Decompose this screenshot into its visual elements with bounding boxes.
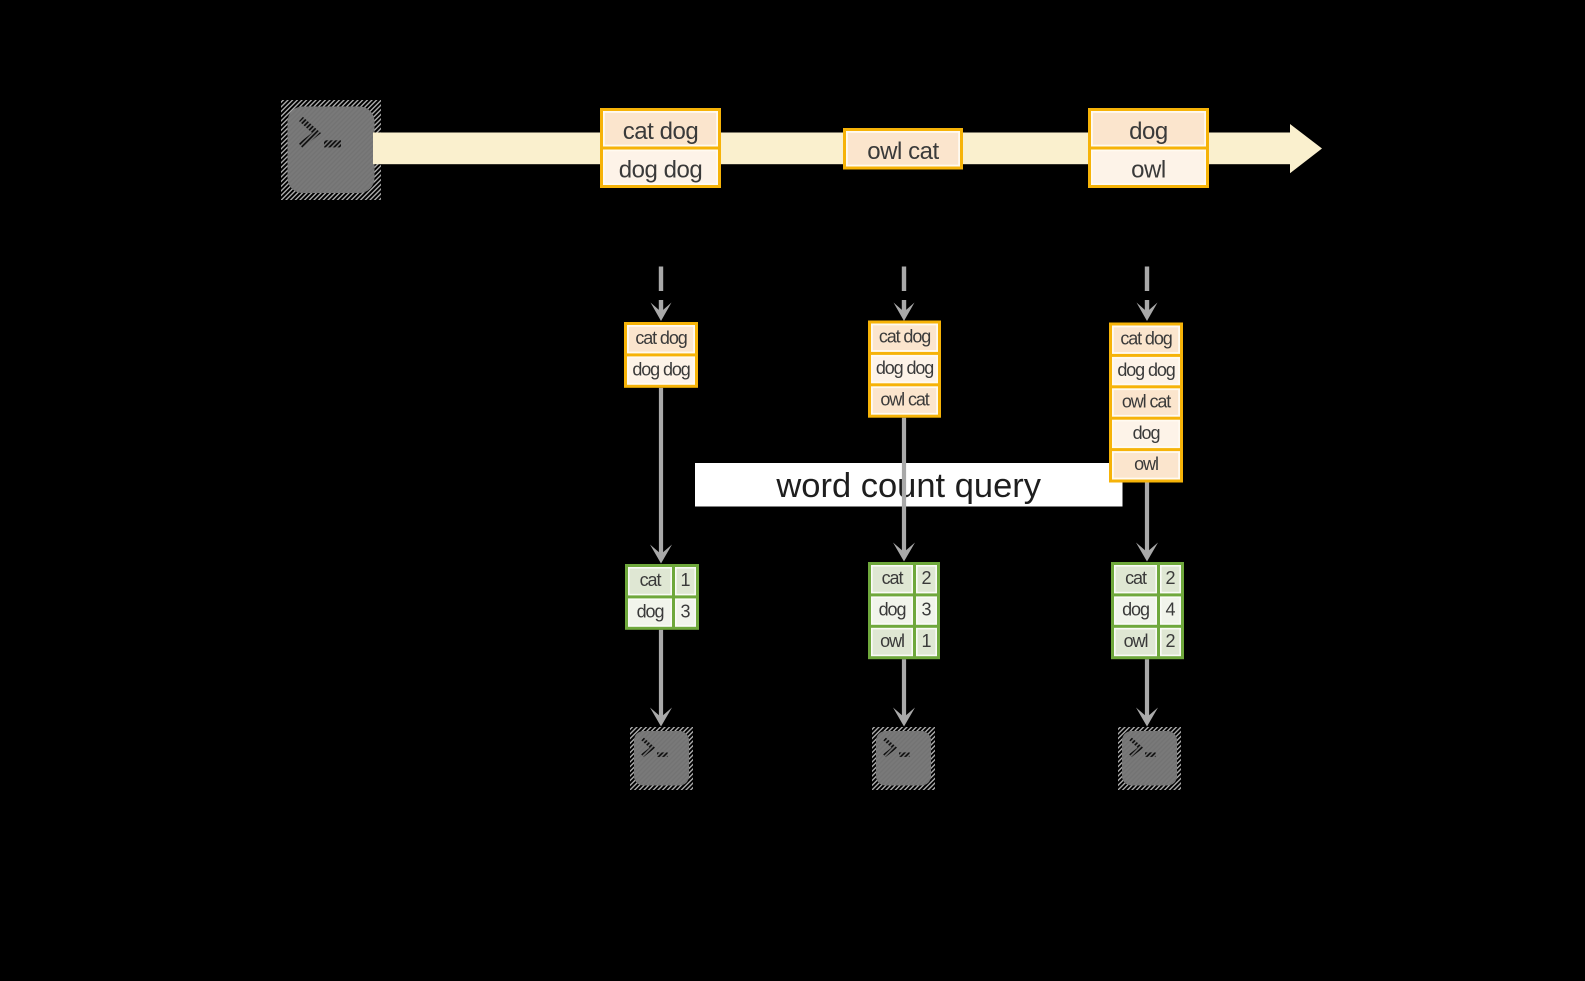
svg-text:1: 1	[680, 570, 690, 590]
svg-text:3: 3	[921, 600, 931, 620]
svg-text:owl cat: owl cat	[880, 389, 929, 409]
svg-text:owl: owl	[1131, 156, 1166, 183]
svg-text:3: 3	[680, 602, 690, 622]
svg-text:owl: owl	[880, 631, 904, 651]
svg-text:dog: dog	[1129, 118, 1168, 145]
svg-text:dog dog: dog dog	[632, 360, 689, 380]
svg-text:2: 2	[921, 568, 931, 588]
svg-text:dog: dog	[637, 602, 664, 622]
svg-text:cat dog: cat dog	[1120, 329, 1171, 349]
svg-text:owl cat: owl cat	[1122, 391, 1171, 411]
svg-text:2: 2	[1165, 631, 1175, 651]
svg-text:1: 1	[921, 631, 931, 651]
svg-text:dog: dog	[1133, 423, 1160, 443]
svg-text:cat dog: cat dog	[635, 328, 686, 348]
svg-text:dog dog: dog dog	[876, 358, 933, 378]
svg-text:owl cat: owl cat	[867, 138, 939, 165]
svg-text:dog dog: dog dog	[619, 156, 703, 183]
svg-text:2: 2	[1165, 568, 1175, 588]
svg-text:dog dog: dog dog	[1117, 360, 1174, 380]
svg-text:cat: cat	[640, 570, 662, 590]
svg-text:dog: dog	[879, 600, 906, 620]
svg-text:4: 4	[1165, 600, 1175, 620]
svg-text:owl: owl	[1134, 454, 1158, 474]
svg-text:dog: dog	[1122, 600, 1149, 620]
svg-text:cat: cat	[1125, 568, 1147, 588]
svg-text:word count query: word count query	[775, 467, 1041, 505]
svg-text:cat: cat	[882, 568, 904, 588]
svg-text:cat dog: cat dog	[879, 327, 930, 347]
svg-text:cat dog: cat dog	[623, 118, 699, 145]
svg-text:owl: owl	[1124, 631, 1148, 651]
